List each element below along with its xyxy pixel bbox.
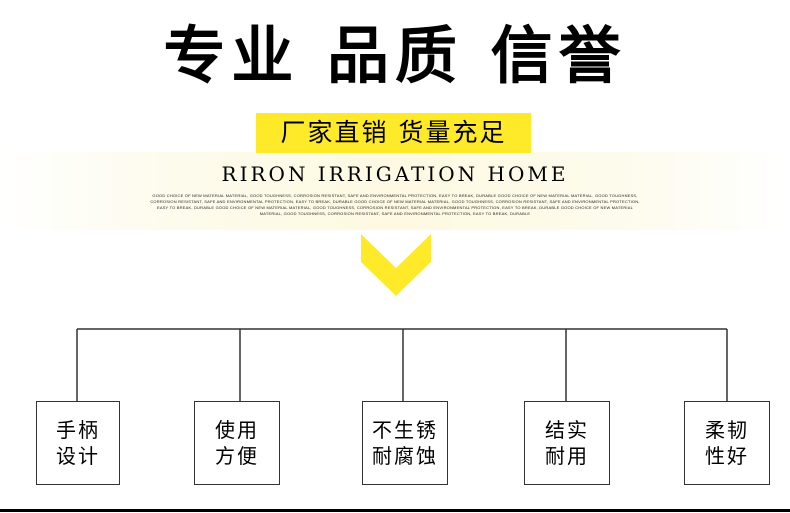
chevron-down-icon bbox=[361, 234, 431, 296]
feature-card-durable: 结实 耐用 bbox=[524, 401, 610, 485]
feature-line2: 耐腐蚀 bbox=[372, 444, 438, 468]
feature-line2: 性好 bbox=[705, 444, 749, 468]
chevron-shape bbox=[361, 234, 431, 296]
brand-name: RIRON IRRIGATION HOME bbox=[221, 162, 569, 186]
feature-card-flexible: 柔韧 性好 bbox=[684, 401, 770, 485]
feature-card-handle-design: 手柄 设计 bbox=[36, 401, 120, 485]
feature-line1: 柔韧 bbox=[705, 418, 749, 442]
slogan-banner: 厂家直销 货量充足 bbox=[256, 113, 531, 153]
feature-line1: 手柄 bbox=[56, 418, 100, 442]
feature-line1: 使用 bbox=[215, 418, 259, 442]
feature-line2: 设计 bbox=[56, 444, 100, 468]
cream-band bbox=[0, 152, 790, 230]
feature-line2: 方便 bbox=[215, 444, 259, 468]
fine-print: GOOD CHOICE OF NEW MATERIAL MATERIAL, GO… bbox=[150, 193, 640, 216]
headline: 专业 品质 信誉 bbox=[163, 19, 627, 92]
feature-card-rustproof: 不生锈 耐腐蚀 bbox=[362, 401, 448, 485]
bottom-divider bbox=[0, 509, 790, 512]
feature-line1: 结实 bbox=[545, 418, 589, 442]
feature-line1: 不生锈 bbox=[372, 418, 438, 442]
feature-line2: 耐用 bbox=[545, 444, 589, 468]
feature-card-easy-use: 使用 方便 bbox=[194, 401, 280, 485]
